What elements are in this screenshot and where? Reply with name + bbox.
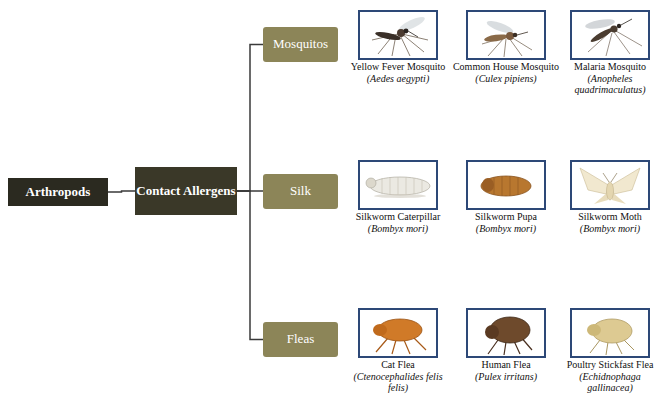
illustration-part bbox=[494, 176, 518, 196]
illustration-part bbox=[358, 308, 438, 358]
box-label: Arthropods bbox=[26, 185, 91, 200]
picture-frame: Cat Flea(Ctenocephalides felis felis) bbox=[358, 308, 438, 358]
box-label: Fleas bbox=[287, 332, 314, 347]
picture-frame: Yellow Fever Mosquito(Aedes aegypti) bbox=[358, 10, 438, 60]
connector-line bbox=[237, 191, 263, 340]
illustration-part bbox=[610, 168, 640, 194]
illustration-part bbox=[610, 25, 617, 32]
common-name: Human Flea bbox=[452, 359, 560, 371]
illustration-part bbox=[570, 10, 650, 60]
illustration-part bbox=[484, 33, 509, 43]
illustration-part bbox=[494, 176, 518, 196]
illustration-part bbox=[485, 325, 499, 339]
common-name: Yellow Fever Mosquito bbox=[344, 61, 452, 73]
illustration-part bbox=[517, 32, 528, 35]
illustration-part bbox=[621, 19, 632, 25]
picture-caption: Malaria Mosquito(Anopheles quadrimaculat… bbox=[556, 61, 664, 96]
species-name: (Echidnophaga gallinacea) bbox=[556, 371, 664, 394]
picture-caption: Cat Flea(Ctenocephalides felis felis) bbox=[344, 359, 452, 394]
illustration-part bbox=[587, 324, 601, 336]
connector-line bbox=[108, 191, 135, 192]
common-name: Silkworm Caterpillar bbox=[344, 211, 452, 223]
illustration-part bbox=[570, 308, 650, 358]
picture-frame: Human Flea(Pulex irritans) bbox=[466, 308, 546, 358]
picture-caption: Common House Mosquito(Culex pipiens) bbox=[452, 61, 560, 84]
box-label: Mosquitos bbox=[273, 37, 328, 52]
species-name: (Culex pipiens) bbox=[452, 73, 560, 85]
illustration-part bbox=[481, 176, 531, 196]
species-name: (Pulex irritans) bbox=[452, 371, 560, 383]
picture-frame: Silkworm Moth(Bombyx mori) bbox=[570, 160, 650, 210]
root-box: Arthropods bbox=[8, 178, 108, 206]
group-box: Mosquitos bbox=[263, 27, 338, 62]
illustration-part bbox=[382, 177, 422, 195]
picture-frame: Common House Mosquito(Culex pipiens) bbox=[466, 10, 546, 60]
illustration-part bbox=[466, 160, 546, 210]
illustration-part bbox=[513, 33, 518, 38]
mosquito-picture bbox=[358, 10, 438, 60]
illustration-part bbox=[372, 34, 428, 56]
illustration-part bbox=[372, 34, 428, 56]
group-box: Silk bbox=[263, 174, 338, 209]
connector-line bbox=[237, 45, 263, 192]
illustration-part bbox=[588, 31, 642, 56]
illustration-part bbox=[358, 160, 438, 210]
picture-caption: Silkworm Caterpillar(Bombyx mori) bbox=[344, 211, 452, 234]
illustration-part bbox=[370, 177, 430, 195]
group-box: Fleas bbox=[263, 322, 338, 357]
illustration-part bbox=[580, 168, 610, 194]
illustration-part bbox=[408, 31, 418, 37]
box-label: Contact Allergens bbox=[136, 184, 235, 199]
picture-frame: Poultry Stickfast Flea(Echidnophaga gall… bbox=[570, 308, 650, 358]
moth-picture bbox=[570, 160, 650, 210]
common-name: Silkworm Moth bbox=[556, 211, 664, 223]
species-name: (Ctenocephalides felis felis) bbox=[344, 371, 452, 394]
picture-caption: Poultry Stickfast Flea(Echidnophaga gall… bbox=[556, 359, 664, 394]
illustration-part bbox=[588, 31, 642, 56]
illustration-part bbox=[570, 160, 650, 210]
species-name: (Aedes aegypti) bbox=[344, 73, 452, 85]
illustration-part bbox=[466, 308, 546, 358]
mosquito-picture bbox=[466, 10, 546, 60]
flea-picture bbox=[570, 308, 650, 358]
picture-frame: Malaria Mosquito(Anopheles quadrimaculat… bbox=[570, 10, 650, 60]
category-box: Contact Allergens bbox=[135, 167, 237, 215]
species-name: (Bombyx mori) bbox=[452, 223, 560, 235]
illustration-part bbox=[373, 324, 387, 336]
illustration-part bbox=[482, 178, 494, 192]
picture-caption: Silkworm Moth(Bombyx mori) bbox=[556, 211, 664, 234]
illustration-part bbox=[506, 32, 514, 40]
picture-caption: Human Flea(Pulex irritans) bbox=[452, 359, 560, 382]
flea-picture bbox=[466, 308, 546, 358]
picture-frame: Silkworm Caterpillar(Bombyx mori) bbox=[358, 160, 438, 210]
common-name: Silkworm Pupa bbox=[452, 211, 560, 223]
picture-frame: Silkworm Pupa(Bombyx mori) bbox=[466, 160, 546, 210]
caterpillar-picture bbox=[358, 160, 438, 210]
picture-caption: Silkworm Pupa(Bombyx mori) bbox=[452, 211, 560, 234]
mosquito-picture bbox=[570, 10, 650, 60]
picture-caption: Yellow Fever Mosquito(Aedes aegypti) bbox=[344, 61, 452, 84]
illustration-part bbox=[466, 10, 546, 60]
illustration-part bbox=[607, 182, 614, 200]
species-name: (Anopheles quadrimaculatus) bbox=[556, 73, 664, 96]
illustration-part bbox=[617, 24, 621, 28]
common-name: Malaria Mosquito bbox=[556, 61, 664, 73]
pupa-picture bbox=[466, 160, 546, 210]
illustration-part bbox=[358, 10, 438, 60]
illustration-part bbox=[603, 173, 617, 182]
flea-picture bbox=[358, 308, 438, 358]
illustration-part bbox=[404, 29, 409, 34]
illustration-part bbox=[366, 178, 376, 188]
common-name: Poultry Stickfast Flea bbox=[556, 359, 664, 371]
illustration-part bbox=[382, 177, 422, 195]
common-name: Cat Flea bbox=[344, 359, 452, 371]
box-label: Silk bbox=[290, 184, 311, 199]
species-name: (Bombyx mori) bbox=[344, 223, 452, 235]
common-name: Common House Mosquito bbox=[452, 61, 560, 73]
species-name: (Bombyx mori) bbox=[556, 223, 664, 235]
illustration-part bbox=[374, 194, 426, 198]
